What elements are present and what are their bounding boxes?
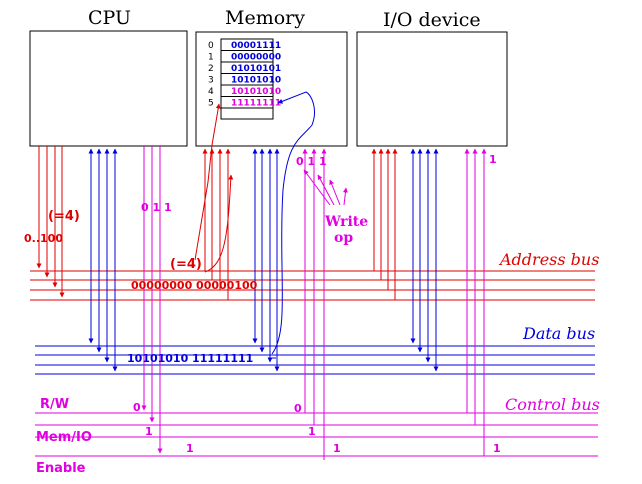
memory-cell-value: 10101010 [231,87,281,97]
write-op-line1: Write [324,214,368,230]
cpu-component: CPU [29,7,188,147]
memory-cell-value: 00000000 [231,53,281,63]
memory-component: Memory 0 00001111 1 00000000 2 01010101 3 10101… [195,7,348,147]
enable-cpu-bit: 1 [186,442,194,455]
address-bus-label: Address bus [498,250,599,269]
memory-cell: 1 00000000 [208,53,281,63]
memory-table [220,38,274,120]
memory-cell: 2 01010101 [208,64,281,74]
enable-mem-bit: 1 [333,442,341,455]
memory-cell: 3 10101010 [208,76,281,86]
cpu-title: CPU [88,7,131,29]
memory-cell: 4 10101010 [208,87,281,97]
mem-bits: 0 1 1 [296,155,327,168]
address-values: 00000000 00000100 [131,279,258,292]
memory-cell-value: 10101010 [231,76,281,86]
io-title: I/O device [383,9,481,31]
control-bus-label: Control bus [505,395,600,414]
memory-cell-value: 01010101 [231,64,281,74]
memory-cell: 5 11111111 [208,99,281,109]
io-bit: 1 [489,153,497,166]
control-bus [35,146,598,460]
cpu-addr-value: 0..100 [24,232,63,245]
memory-cells: 0 00001111 1 00000000 2 01010101 3 10101010 4 101… [208,41,281,109]
memory-cell-value: 11111111 [231,99,281,109]
memory-title: Memory [225,7,305,29]
memory-cell-index: 3 [208,76,214,86]
annotations: (=4) 0..100 0 1 1 (=4) 00000000 00000100… [24,153,501,455]
address-bus [30,103,595,301]
data-bus [35,91,595,375]
rw-label: R/W [40,397,69,412]
mid-eq4: (=4) [170,257,202,272]
mem-io-label: Mem/IO [36,430,92,445]
memio-cpu-bit: 1 [145,425,153,438]
rw-cpu-bit: 0 [133,401,141,414]
memory-cell-index: 4 [208,87,214,97]
enable-io-bit: 1 [493,442,501,455]
memory-cell-index: 2 [208,64,214,74]
memory-cell: 0 00001111 [208,41,281,51]
rw-mem-bit: 0 [294,402,302,415]
cpu-addr-eq4: (=4) [48,209,80,224]
memio-mem-bit: 1 [308,425,316,438]
memory-cell-index: 0 [208,41,214,51]
io-component: I/O device [356,9,508,147]
control-line-labels: R/W Mem/IO Enable [36,397,92,476]
enable-label: Enable [36,461,86,476]
memory-cell-index: 5 [208,99,214,109]
bus-labels: Address bus Data bus Control bus [498,250,600,414]
data-values: 10101010 11111111 [127,352,253,365]
memory-cell-index: 1 [208,53,214,63]
write-op-line2: op [334,230,353,246]
data-bus-label: Data bus [522,324,595,343]
cpu-ctrl-bits: 0 1 1 [141,201,172,214]
memory-cell-value: 00001111 [231,41,281,51]
